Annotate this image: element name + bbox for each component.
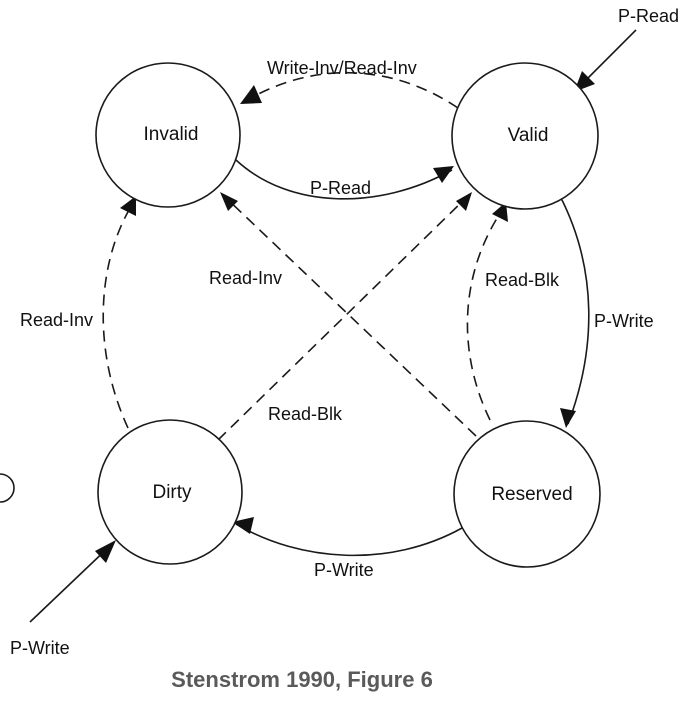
edge-dirty-to-invalid xyxy=(102,199,136,429)
arrowhead-reserved-to-invalid xyxy=(220,192,238,211)
edge-valid-to-invalid xyxy=(243,71,459,109)
arrowhead-valid-to-reserved xyxy=(560,408,576,428)
state-invalid xyxy=(95,62,241,208)
state-valid xyxy=(451,62,599,210)
arrowhead-entry-dirty xyxy=(95,540,116,563)
edge-label-valid-to-invalid: Write-Inv/Read-Inv xyxy=(267,58,417,78)
arrowhead-dirty-to-invalid xyxy=(120,196,136,216)
edge-reserved-to-dirty xyxy=(235,523,463,557)
state-reserved xyxy=(453,420,601,568)
edge-label-reserved-to-dirty: P-Write xyxy=(314,560,374,580)
arrowhead-reserved-to-dirty xyxy=(232,517,254,534)
state-label-reserved: Reserved xyxy=(491,484,572,505)
state-dirty xyxy=(97,419,243,565)
figure-caption: Stenstrom 1990, Figure 6 xyxy=(171,667,433,692)
edge-artifact-arc xyxy=(0,473,15,503)
state-label-valid: Valid xyxy=(508,125,549,146)
edge-label-valid-to-reserved: P-Write xyxy=(594,311,654,331)
arrowhead-invalid-to-valid xyxy=(433,166,454,183)
edge-label-invalid-to-valid: P-Read xyxy=(310,178,371,198)
edge-label-reserved-to-invalid: Read-Inv xyxy=(209,268,282,288)
edge-valid-to-reserved xyxy=(559,195,590,425)
edge-label-reserved-to-valid: Read-Blk xyxy=(485,270,560,290)
state-label-invalid: Invalid xyxy=(144,124,199,145)
edge-dirty-to-valid xyxy=(217,193,471,441)
edge-label-dirty-to-invalid: Read-Inv xyxy=(20,310,93,330)
edge-reserved-to-valid xyxy=(466,205,506,421)
arrowhead-dirty-to-valid xyxy=(456,192,472,211)
edge-label-entry-valid: P-Read xyxy=(618,6,679,26)
arrowhead-reserved-to-valid xyxy=(492,202,508,222)
edge-entry-dirty xyxy=(29,543,113,623)
edge-invalid-to-valid xyxy=(235,159,453,200)
edge-label-entry-dirty: P-Write xyxy=(10,638,70,658)
state-label-dirty: Dirty xyxy=(152,482,192,503)
arrowhead-valid-to-invalid xyxy=(240,85,262,104)
edge-label-dirty-to-valid: Read-Blk xyxy=(268,404,343,424)
edge-reserved-to-invalid xyxy=(223,195,477,437)
